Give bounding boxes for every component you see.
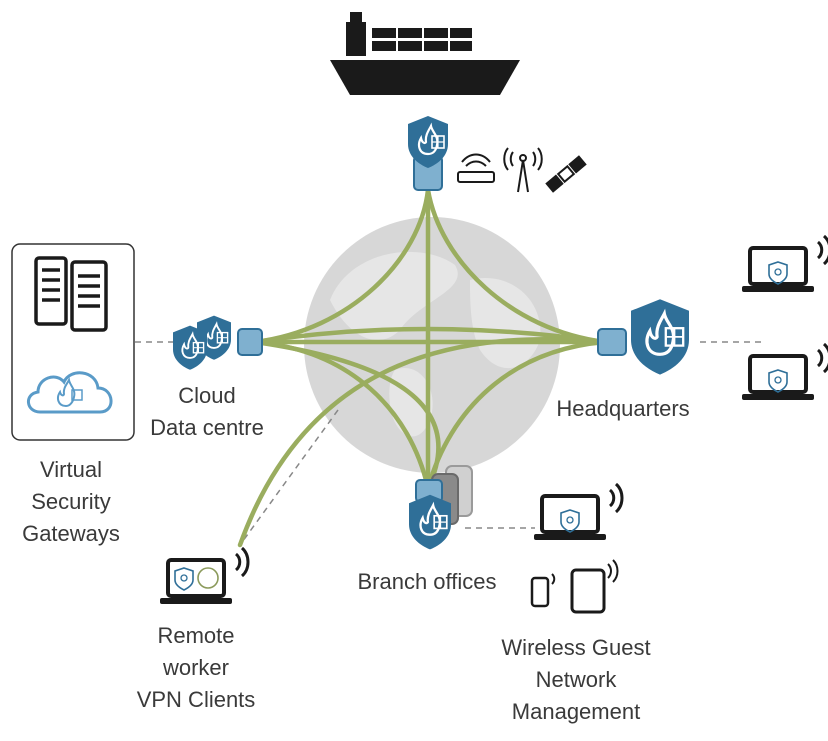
hq-laptop-icon <box>740 342 828 402</box>
hq-laptop-icon <box>740 234 828 294</box>
virtual-gateways-label: Virtual Security Gateways <box>22 457 120 546</box>
globe-icon <box>304 217 560 473</box>
branch-offices-label: Branch offices <box>357 569 497 594</box>
branch-offices-node <box>407 465 473 551</box>
cell-tower-icon <box>503 147 543 193</box>
guest-laptop-icon <box>532 482 624 542</box>
satellite-gateway-node <box>406 114 450 191</box>
satellite-icon <box>545 155 587 193</box>
tablet-icon <box>570 559 619 614</box>
server-rack-icon <box>34 256 108 332</box>
headquarters-label: Headquarters <box>556 396 690 421</box>
cloud-firewall-icon <box>27 371 113 414</box>
cloud-datacentre-label: Cloud Data centre <box>150 383 264 440</box>
network-links <box>237 187 608 548</box>
dashed-connectors <box>135 341 765 546</box>
phone-icon <box>530 573 556 608</box>
cloud-datacentre-node <box>172 314 263 371</box>
headquarters-node <box>597 297 691 377</box>
wifi-router-icon <box>457 153 495 183</box>
virtual-gateways-box <box>11 243 135 441</box>
cargo-ship-icon <box>330 12 520 95</box>
wireless-guest-label: Wireless Guest Network Management <box>501 635 651 724</box>
remote-worker-label: Remote worker VPN Clients <box>136 623 256 712</box>
remote-laptop-icon <box>158 546 250 606</box>
